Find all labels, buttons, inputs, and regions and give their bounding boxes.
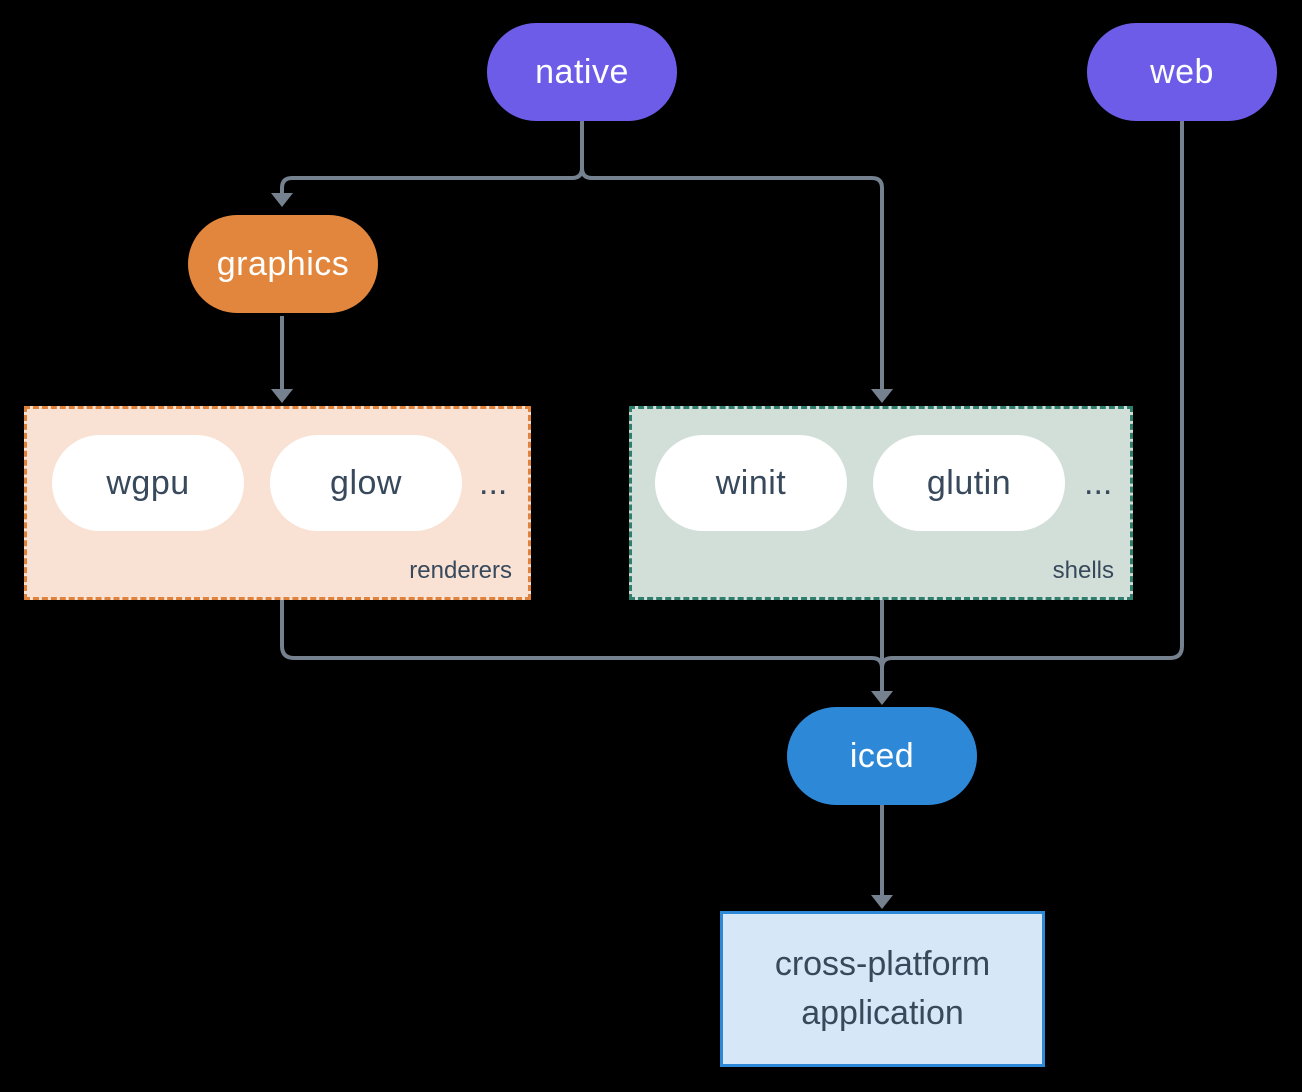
arrowhead-application [871, 895, 893, 909]
node-winit-label: winit [715, 463, 787, 502]
node-glutin-label: glutin [926, 463, 1012, 502]
node-wgpu: wgpu [52, 435, 244, 531]
shells-group-label: shells [1052, 557, 1114, 584]
arrowhead-renderers [271, 389, 293, 403]
arrowhead-iced [871, 691, 893, 705]
node-glow: glow [270, 435, 462, 531]
node-graphics-label: graphics [216, 244, 350, 283]
group-renderers: wgpu glow ... renderers [24, 406, 531, 600]
node-web: web [1087, 23, 1277, 121]
node-application: cross-platform application [720, 911, 1045, 1067]
edge-native-to-graphics [280, 121, 584, 196]
node-glow-label: glow [330, 463, 402, 502]
node-winit: winit [655, 435, 847, 531]
renderers-group-label: renderers [409, 557, 512, 584]
node-native: native [487, 23, 677, 121]
shells-ellipsis: ... [1084, 463, 1113, 502]
arrowhead-graphics [271, 193, 293, 207]
renderers-ellipsis: ... [479, 463, 508, 502]
node-native-label: native [535, 52, 629, 91]
node-wgpu-label: wgpu [106, 463, 190, 502]
edge-native-to-shells [580, 167, 884, 390]
group-shells: winit glutin ... shells [629, 406, 1133, 600]
node-web-label: web [1150, 52, 1214, 91]
node-application-label: cross-platform application [774, 944, 991, 1032]
node-graphics: graphics [188, 215, 378, 313]
edge-renderers-to-iced [280, 600, 884, 669]
arrowhead-shells [871, 389, 893, 403]
node-iced-label: iced [849, 736, 915, 775]
node-glutin: glutin [873, 435, 1065, 531]
node-iced: iced [787, 707, 977, 805]
